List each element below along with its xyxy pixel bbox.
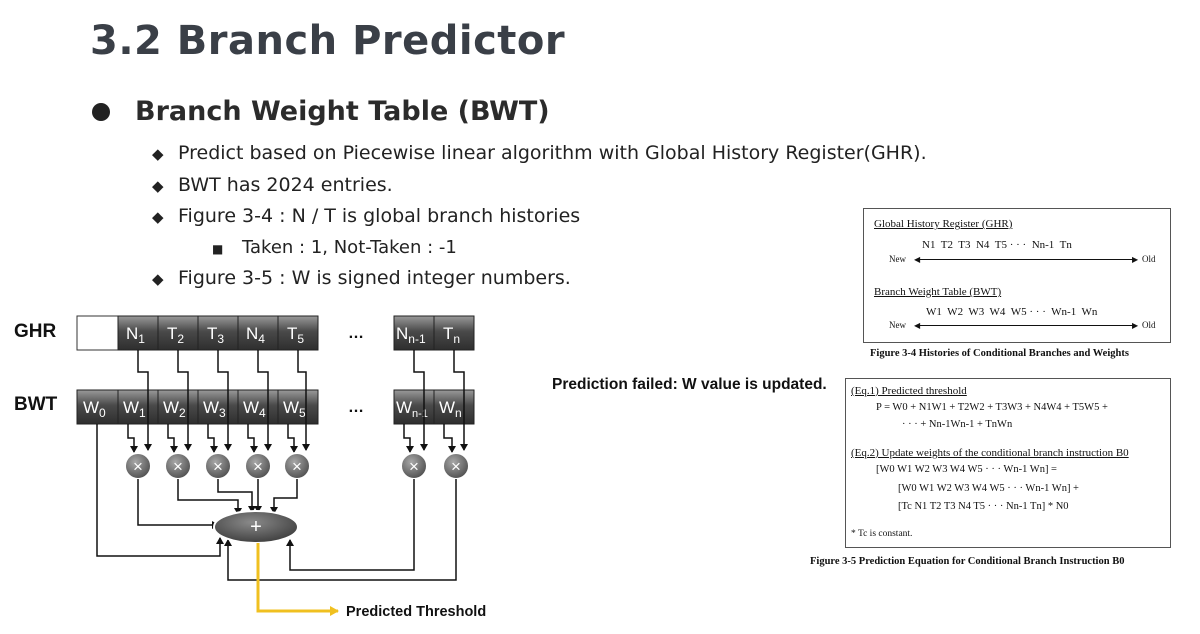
ghr-to-mult-wires <box>137 350 468 451</box>
figure-3-4-caption: Figure 3-4 Histories of Conditional Bran… <box>870 348 1129 359</box>
figure-3-5-caption: Figure 3-5 Prediction Equation for Condi… <box>810 556 1125 567</box>
multiply-symbol: × <box>292 457 302 476</box>
ghr-cells <box>117 315 475 351</box>
eq2-line-1: [W0 W1 W2 W3 W4 W5 · · · Wn-1 Wn] = <box>876 464 1057 475</box>
bwt-new-label: New <box>889 320 906 330</box>
arrow-right-icon: ▶ <box>1132 255 1139 264</box>
bwt-cell <box>197 389 239 425</box>
bwt-label: BWT <box>14 394 58 415</box>
subbullet-text: Predict based on Piecewise linear algori… <box>178 142 927 164</box>
bullet-dot-icon <box>92 103 110 121</box>
multiply-symbol: × <box>253 457 263 476</box>
multiply-symbol: × <box>213 457 223 476</box>
figure-3-4: Global History Register (GHR) N1 T2 T3 N… <box>863 208 1171 343</box>
bwt-to-mult-wires <box>127 424 456 453</box>
bwt-cell <box>237 389 279 425</box>
diamond-bullet-icon: ◆ <box>152 270 164 288</box>
bwt-old-label: Old <box>1142 320 1156 330</box>
adder-node <box>213 510 299 544</box>
bwt-cell <box>117 389 159 425</box>
subbullet-2: ◆ BWT has 2024 entries. <box>152 174 393 196</box>
bwt-cell <box>76 389 119 425</box>
ghr-label: GHR <box>14 321 57 342</box>
ghr-cell <box>197 315 239 351</box>
ghr-cell <box>393 315 435 351</box>
diamond-bullet-icon: ◆ <box>152 177 164 195</box>
ghr-new-label: New <box>889 254 906 264</box>
ghr-direction-arrow <box>917 259 1136 260</box>
subsub-text: Taken : 1, Not-Taken : -1 <box>242 237 457 258</box>
prediction-note: Prediction failed: W value is updated. <box>552 376 827 393</box>
eq1-line-2: · · · + Nn-1Wn-1 + TnWn <box>902 419 1013 430</box>
bwt-ellipsis: … <box>348 399 364 416</box>
bwt-cell <box>393 389 435 425</box>
bwt-cell <box>433 389 475 425</box>
bwt-cell <box>277 389 319 425</box>
eq2-title: (Eq.2) Update weights of the conditional… <box>851 447 1129 459</box>
eq2-line-2: [W0 W1 W2 W3 W4 W5 · · · Wn-1 Wn] + <box>898 483 1079 494</box>
multiply-symbol: × <box>409 457 419 476</box>
ghr-cell <box>117 315 159 351</box>
bullet-heading: Branch Weight Table (BWT) <box>135 96 550 127</box>
ghr-sequence: N1 T2 T3 N4 T5 · · · Nn-1 Tn <box>922 239 1072 251</box>
ghr-old-label: Old <box>1142 254 1156 264</box>
ghr-empty-cell <box>76 315 119 351</box>
multiply-symbol: × <box>451 457 461 476</box>
perceptron-diagram: N1 T2 T3 N4 T5 Nn-1 Tn … W0 W1 W2 W3 W4 … <box>76 315 486 620</box>
output-label: Predicted Threshold <box>346 604 486 620</box>
figure-3-5: (Eq.1) Predicted threshold P = W0 + N1W1… <box>845 378 1171 548</box>
subsub-bullet: ■ Taken : 1, Not-Taken : -1 <box>212 237 457 258</box>
subbullet-1: ◆ Predict based on Piecewise linear algor… <box>152 142 927 164</box>
eq1-title: (Eq.1) Predicted threshold <box>851 385 967 397</box>
subbullet-text: Figure 3-5 : W is signed integer numbers… <box>178 267 571 289</box>
multiply-symbol: × <box>173 457 183 476</box>
bwt-sequence: W1 W2 W3 W4 W5 · · · Wn-1 Wn <box>926 306 1098 318</box>
diamond-bullet-icon: ◆ <box>152 208 164 226</box>
ghr-title: Global History Register (GHR) <box>874 218 1013 230</box>
eq2-line-3: [Tc N1 T2 T3 N4 T5 · · · Nn-1 Tn] * N0 <box>898 501 1069 512</box>
constant-note: * Tc is constant. <box>851 529 913 539</box>
subbullet-3: ◆ Figure 3-4 : N / T is global branch his… <box>152 205 580 227</box>
adder-plus-symbol: + <box>250 516 262 538</box>
subbullet-text: Figure 3-4 : N / T is global branch hist… <box>178 205 581 227</box>
output-wire <box>256 543 339 616</box>
eq1-line-1: P = W0 + N1W1 + T2W2 + T3W3 + N4W4 + T5W… <box>876 402 1108 413</box>
diamond-bullet-icon: ◆ <box>152 145 164 163</box>
square-bullet-icon: ■ <box>212 242 224 256</box>
multiply-symbol: × <box>133 457 143 476</box>
bwt-direction-arrow <box>917 325 1136 326</box>
arrow-left-icon: ◀ <box>914 255 921 264</box>
multiplier-nodes <box>124 452 470 480</box>
arrow-right-icon: ▶ <box>1132 321 1139 330</box>
subbullet-4: ◆ Figure 3-5 : W is signed integer number… <box>152 267 571 289</box>
arrow-left-icon: ◀ <box>914 321 921 330</box>
mult-to-adder-wires <box>96 424 457 581</box>
bwt-title: Branch Weight Table (BWT) <box>874 286 1002 298</box>
ghr-cell <box>237 315 279 351</box>
slide-title: 3.2 Branch Predictor <box>90 18 566 64</box>
subbullet-text: BWT has 2024 entries. <box>178 174 393 196</box>
ghr-ellipsis: … <box>348 325 364 342</box>
bwt-cells <box>76 389 475 425</box>
